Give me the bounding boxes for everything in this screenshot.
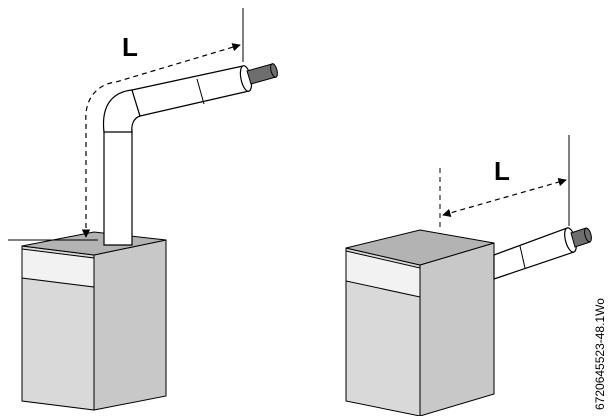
left-dimension-path (81, 43, 241, 238)
left-boiler-side (93, 239, 167, 411)
left-vertical-pipe (103, 129, 133, 246)
right-boiler-top (345, 229, 495, 266)
right-dimension-line (442, 178, 567, 217)
right-boiler (345, 229, 495, 416)
left-horizontal-pipe (131, 65, 250, 117)
left-installation: L (8, 8, 278, 411)
right-dimension-label: L (494, 156, 510, 186)
left-dimension: L (8, 8, 244, 241)
left-boiler (21, 231, 167, 411)
right-installation: L (345, 135, 592, 416)
right-dimension: L (439, 135, 570, 228)
figure-reference-code: 6720645523-48.1Wo (593, 298, 607, 410)
left-terminal-cap (270, 63, 278, 78)
right-boiler-side (419, 242, 495, 416)
left-flue-pipe (102, 63, 278, 246)
right-terminal-cap (584, 227, 592, 243)
right-flue-pipe (493, 227, 592, 280)
left-dimension-label: L (122, 32, 138, 62)
right-horizontal-pipe (493, 227, 575, 280)
right-pipe-joint (519, 245, 526, 269)
